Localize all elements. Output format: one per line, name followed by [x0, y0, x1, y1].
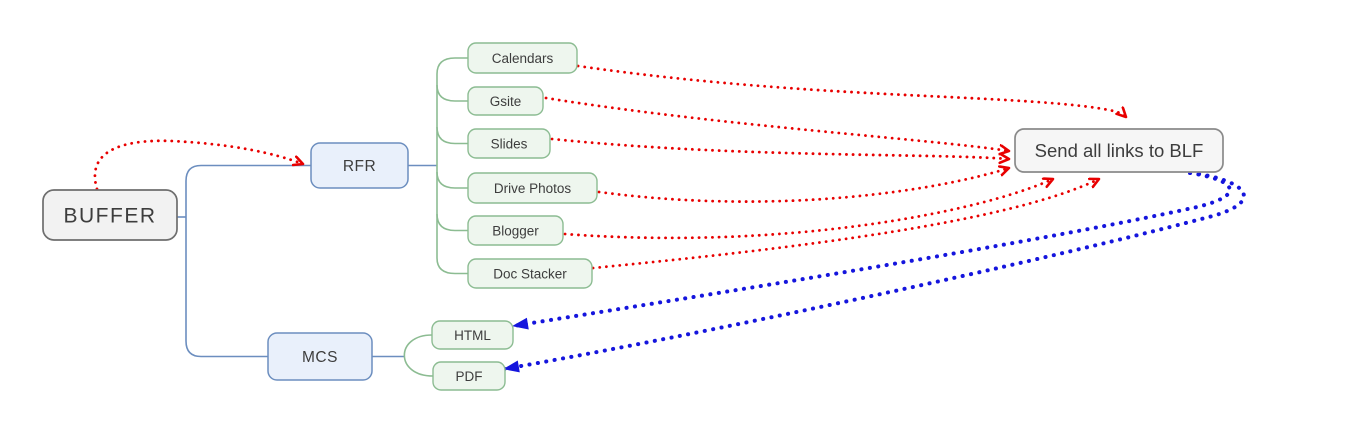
edge-slides-to-blf[interactable]	[550, 137, 1011, 159]
rfr-label: RFR	[343, 158, 376, 175]
html-box[interactable]	[431, 320, 514, 350]
tree-connectors	[177, 57, 468, 377]
blogger-box[interactable]	[467, 215, 564, 246]
slides-box[interactable]	[467, 128, 551, 159]
red-dotted-edges	[93, 64, 1128, 270]
node-doc-stacker[interactable]: Doc Stacker	[467, 258, 593, 289]
tree-edge-rfr-gsite[interactable]	[436, 84, 468, 102]
node-blf[interactable]: Send all links to BLF	[1014, 128, 1224, 173]
edge-buffer-to-rfr[interactable]	[93, 139, 305, 191]
mcs-box[interactable]	[267, 332, 373, 381]
buffer-label: BUFFER	[64, 205, 157, 228]
node-drive-photos[interactable]: Drive Photos	[467, 172, 598, 204]
edge-blf-to-pdf[interactable]	[502, 172, 1246, 373]
tree-edge-rfr-drive-photos[interactable]	[436, 171, 468, 189]
calendars-label: Calendars	[492, 51, 554, 66]
node-slides[interactable]: Slides	[467, 128, 551, 159]
tree-edge-rfr-slides[interactable]	[436, 126, 468, 145]
tree-edge-rfr-calendars[interactable]	[436, 57, 468, 75]
doc-stacker-label: Doc Stacker	[493, 267, 567, 282]
html-label: HTML	[454, 328, 491, 343]
blogger-label: Blogger	[492, 224, 539, 239]
drive-photos-box[interactable]	[467, 172, 598, 204]
gsite-box[interactable]	[467, 86, 544, 116]
edge-blogger-to-blf[interactable]	[563, 179, 1055, 240]
edge-doc-stacker-to-blf[interactable]	[591, 179, 1101, 270]
blf-box[interactable]	[1014, 128, 1224, 173]
buffer-box[interactable]	[42, 189, 178, 241]
node-buffer[interactable]: BUFFER	[42, 189, 178, 241]
node-calendars[interactable]: Calendars	[467, 42, 578, 74]
slides-label: Slides	[491, 137, 528, 152]
mcs-label: MCS	[302, 349, 338, 366]
rfr-box[interactable]	[310, 142, 409, 189]
node-html[interactable]: HTML	[431, 320, 514, 350]
edge-drive-photos-to-blf[interactable]	[597, 168, 1011, 203]
doc-stacker-box[interactable]	[467, 258, 593, 289]
tree-edge-buffer-rfr[interactable]	[185, 164, 311, 218]
tree-edge-rfr-blogger[interactable]	[436, 213, 468, 232]
tree-edge-buffer-mcs[interactable]	[185, 217, 268, 358]
node-mcs[interactable]: MCS	[267, 332, 373, 381]
gsite-label: Gsite	[490, 94, 522, 109]
drive-photos-label: Drive Photos	[494, 181, 572, 196]
edge-calendars-to-blf[interactable]	[576, 64, 1128, 119]
node-rfr[interactable]: RFR	[310, 142, 409, 189]
pdf-box[interactable]	[432, 361, 506, 391]
edge-gsite-to-blf[interactable]	[544, 96, 1011, 151]
tree-edge-mcs-html-pdf[interactable]	[403, 334, 434, 377]
node-pdf[interactable]: PDF	[432, 361, 506, 391]
tree-edge-rfr-doc-stacker[interactable]	[436, 257, 468, 275]
blf-label: Send all links to BLF	[1035, 140, 1204, 161]
edge-blf-to-html[interactable]	[511, 171, 1232, 330]
blue-dotted-edges	[502, 171, 1246, 373]
node-gsite[interactable]: Gsite	[467, 86, 544, 116]
calendars-box[interactable]	[467, 42, 578, 74]
node-blogger[interactable]: Blogger	[467, 215, 564, 246]
pdf-label: PDF	[456, 369, 483, 384]
